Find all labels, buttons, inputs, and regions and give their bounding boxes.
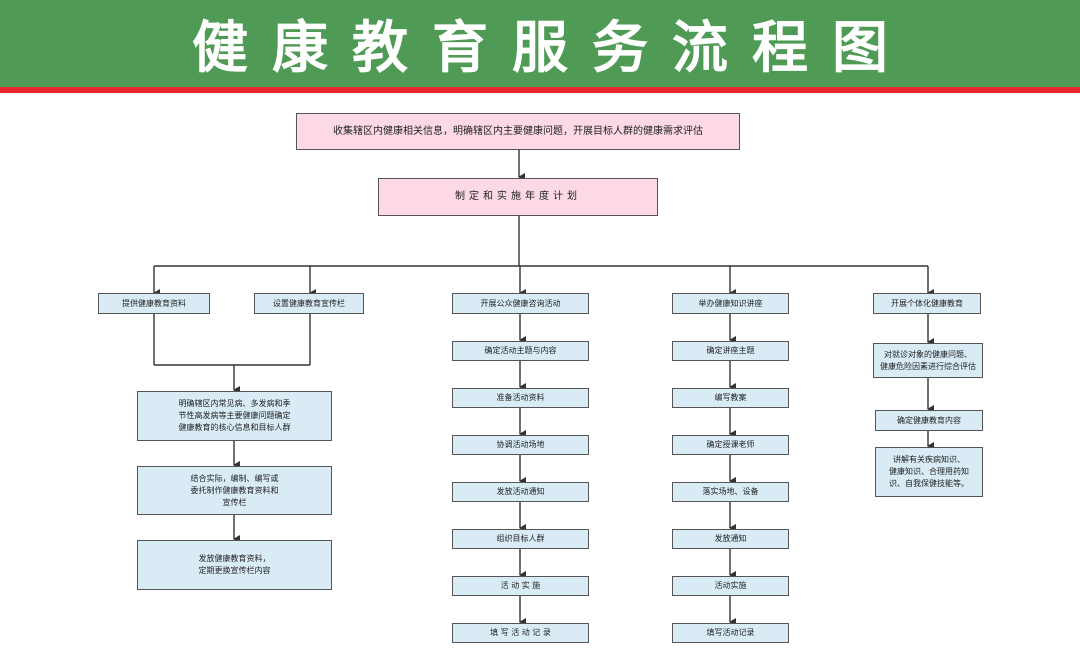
consult-step-5: 组织目标人群 [452,529,589,549]
consult-step-6: 活 动 实 施 [452,576,589,596]
individual-step-1: 对就诊对象的健康问题、 健康危险因素进行综合评估 [873,343,983,378]
lecture-step-3: 确定授课老师 [672,435,789,455]
individual-step-2: 确定健康教育内容 [875,410,983,431]
consult-step-4: 发放活动通知 [452,482,589,502]
consult-head-box: 开展公众健康咨询活动 [452,293,589,314]
individual-step-3: 讲解有关疾病知识、 健康知识、合理用药知 识、自我保健技能等。 [875,447,983,497]
consult-step-3: 协调活动场地 [452,435,589,455]
provide-materials-box: 提供健康教育资料 [98,293,210,314]
lecture-step-2: 编写教案 [672,388,789,408]
lecture-step-1: 确定讲座主题 [672,341,789,361]
lecture-step-5: 发放通知 [672,529,789,549]
page-title: 健康教育服务流程图 [192,16,912,81]
materials-step-2: 结合实际，编制、编写或 委托制作健康教育资料和 宣传栏 [137,466,332,515]
lecture-step-6: 活动实施 [672,576,789,596]
lecture-head-box: 举办健康知识讲座 [672,293,789,314]
needs-assessment-box: 收集辖区内健康相关信息，明确辖区内主要健康问题，开展目标人群的健康需求评估 [296,113,740,150]
consult-step-2: 准备活动资料 [452,388,589,408]
individual-head-box: 开展个体化健康教育 [873,293,981,314]
materials-step-1: 明确辖区内常见病、多发病和季 节性高发病等主要健康问题确定 健康教育的核心信息和… [137,391,332,441]
header-bar [0,0,1080,87]
materials-step-3: 发放健康教育资料， 定期更换宣传栏内容 [137,540,332,590]
bulletin-board-box: 设置健康教育宣传栏 [254,293,364,314]
consult-step-1: 确定活动主题与内容 [452,341,589,361]
header-divider [0,87,1080,93]
lecture-step-7: 填写活动记录 [672,623,789,643]
annual-plan-box: 制定和实施年度计划 [378,178,658,216]
consult-step-7: 填 写 活 动 记 录 [452,623,589,643]
lecture-step-4: 落实场地、设备 [672,482,789,502]
